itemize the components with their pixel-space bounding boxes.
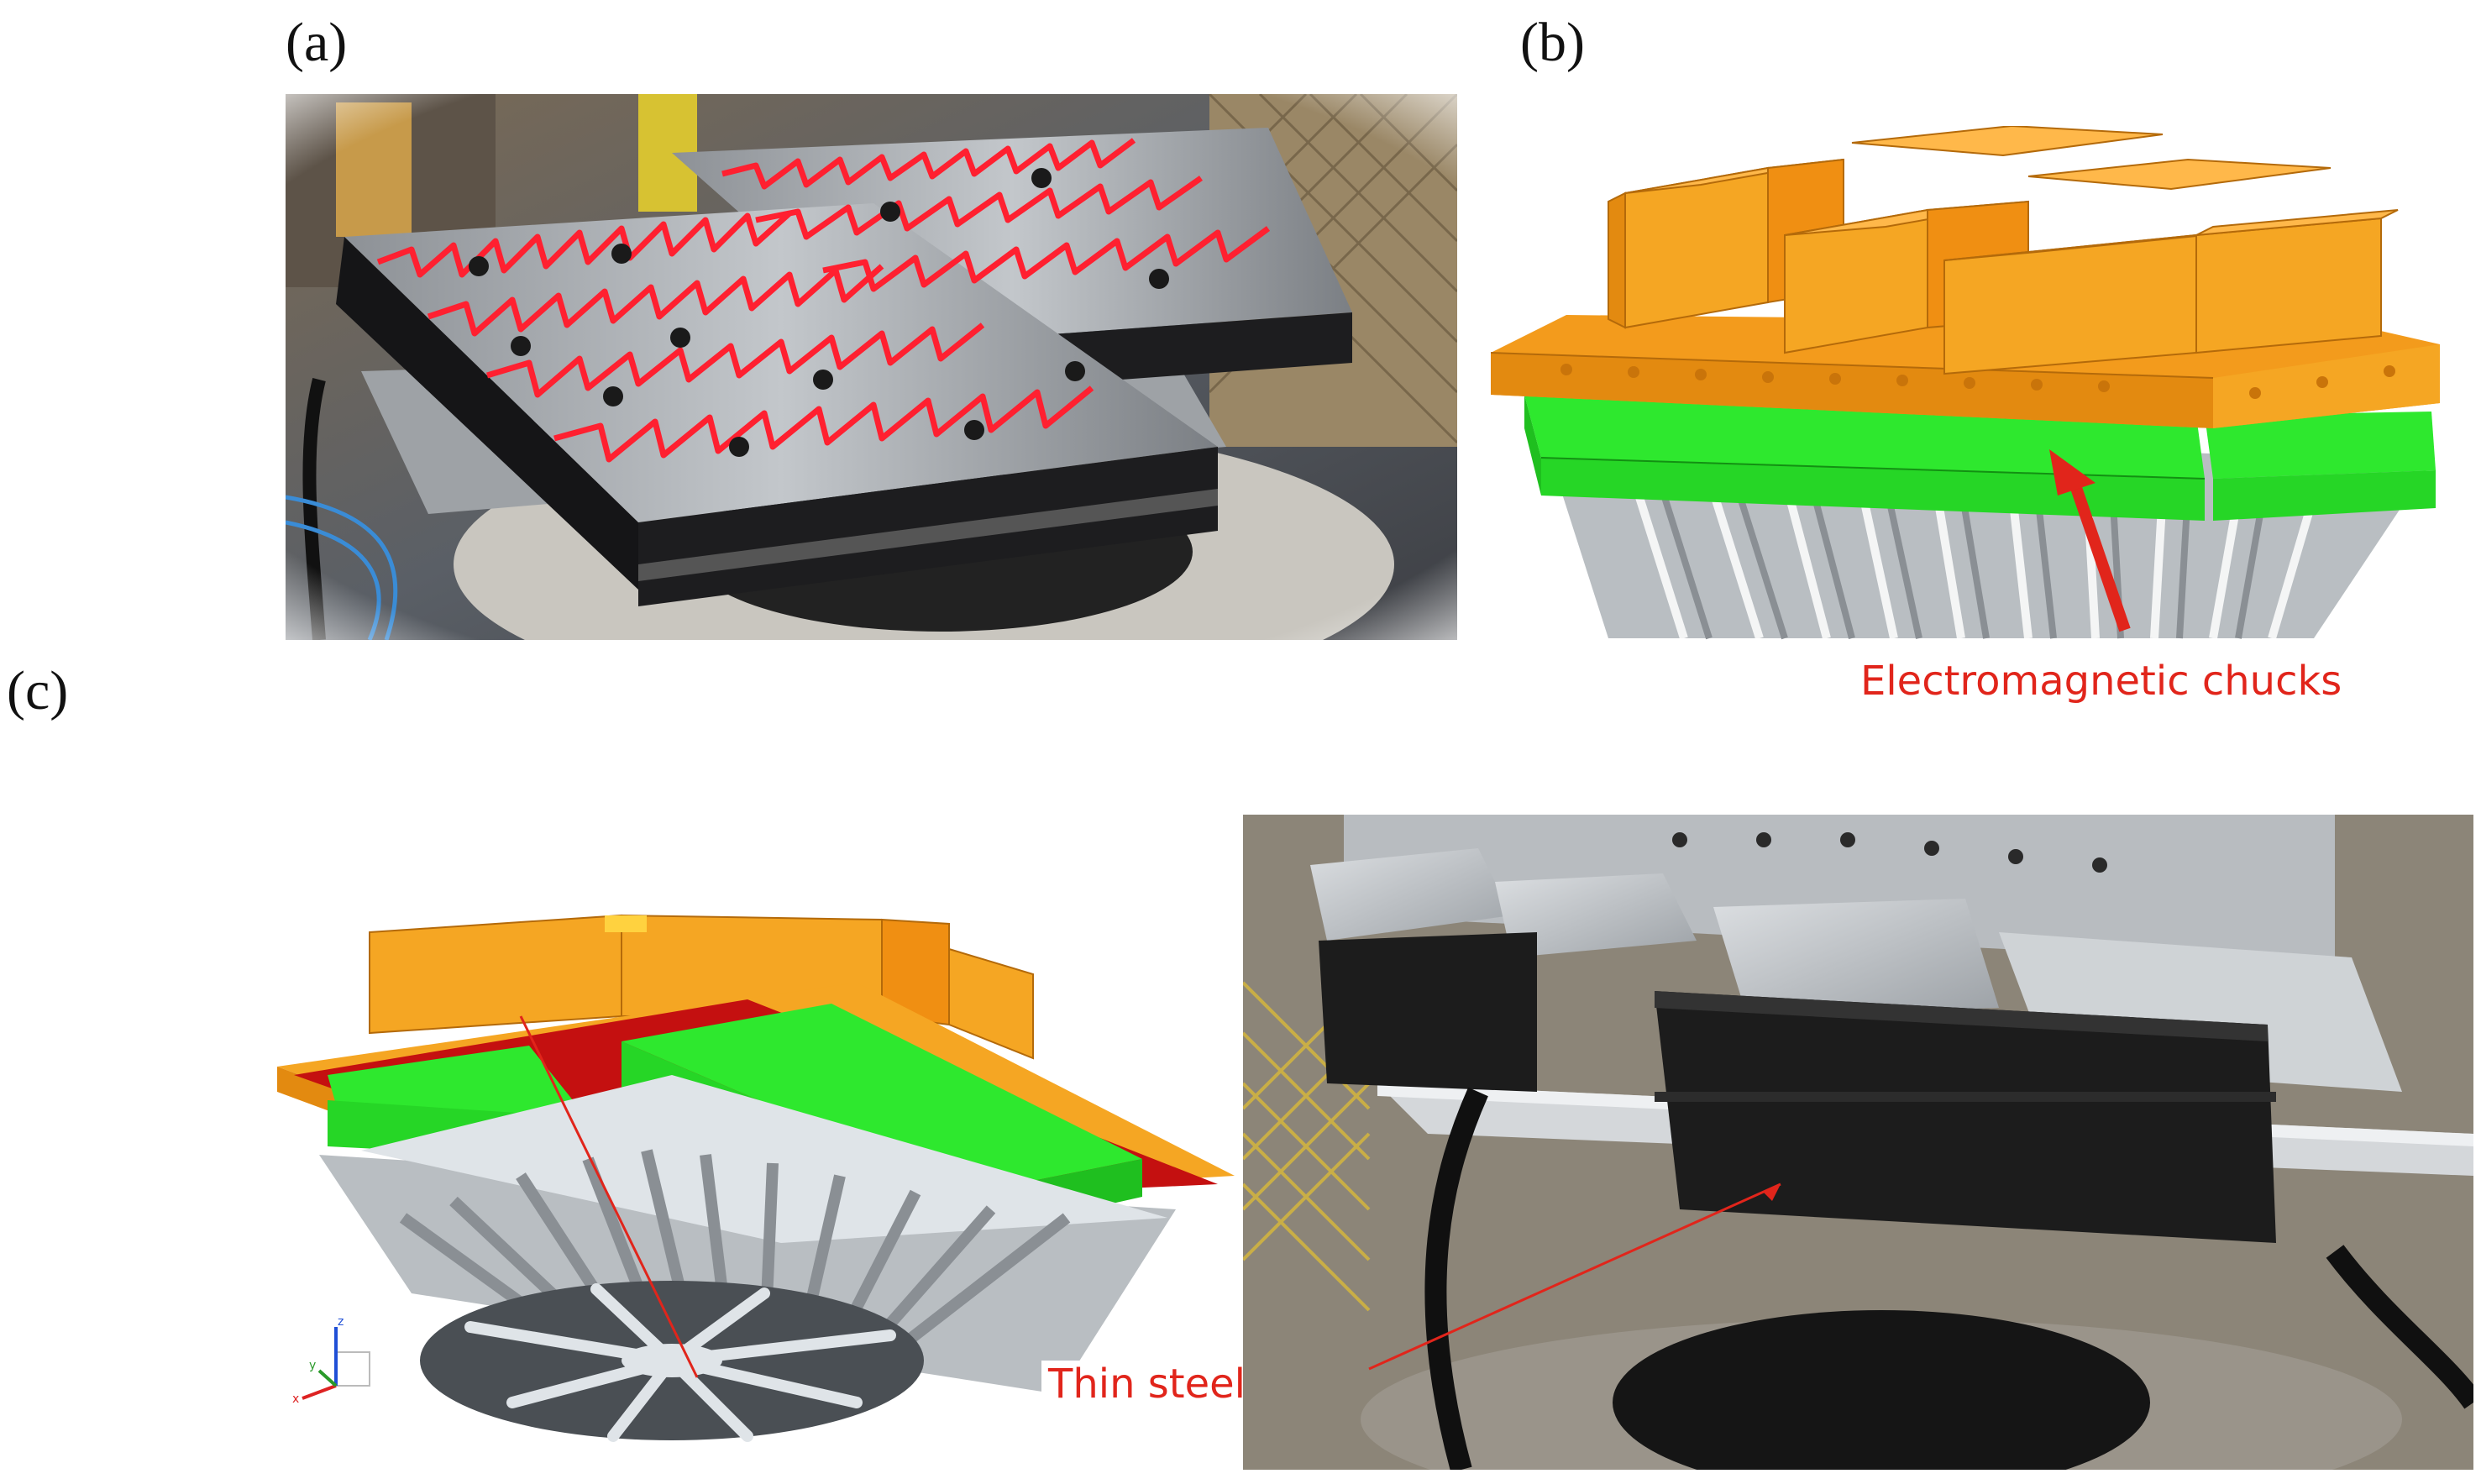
cad-render-b-fixture: [1491, 126, 2440, 640]
photo-a-electromagnetic-chucks: [286, 94, 1457, 640]
panel-label-a: (a): [286, 12, 348, 73]
axis-x-label: x: [292, 1392, 299, 1406]
axis-z-label: z: [338, 1315, 344, 1329]
photo-c-installed-fixture: [1243, 815, 2473, 1470]
panel-label-c: (c): [7, 660, 69, 721]
panel-label-b: (b): [1520, 12, 1585, 73]
axis-y-label: y: [309, 1359, 316, 1372]
cad-render-c-fixture-underside: [277, 914, 1235, 1442]
annotation-electromagnetic-chucks: Electromagnetic chucks: [1860, 658, 2342, 705]
axes-triad-icon: z x y: [292, 1315, 370, 1406]
